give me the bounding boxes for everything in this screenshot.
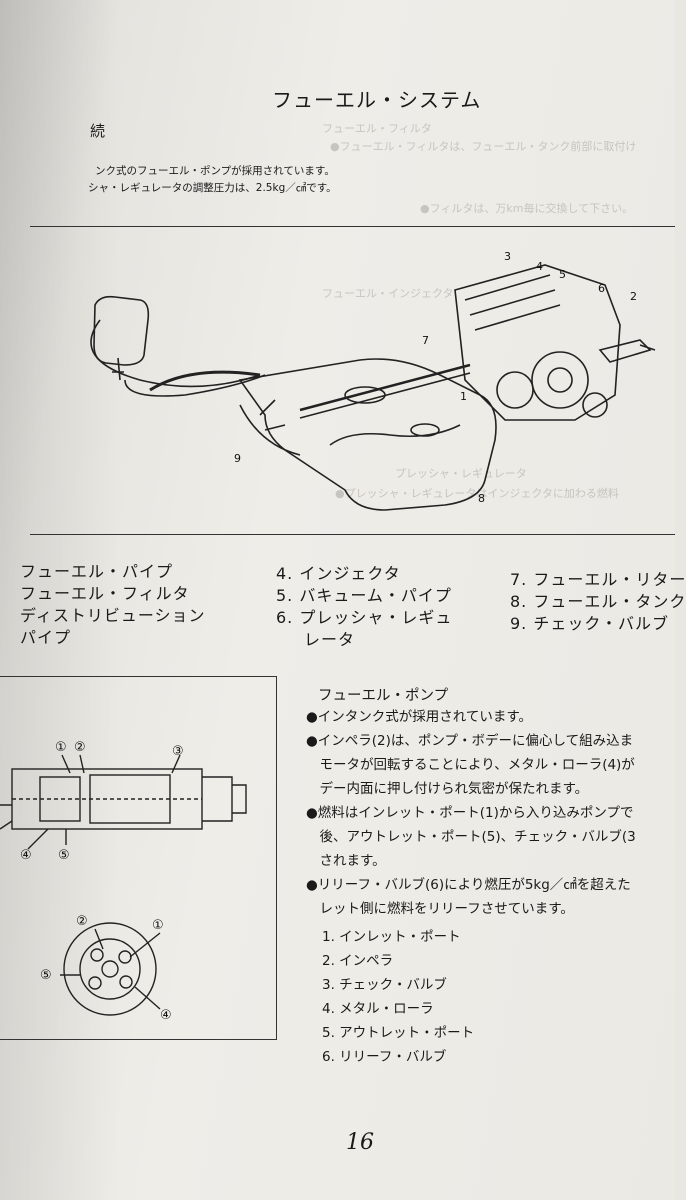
pump-label-1: ① (55, 740, 67, 755)
pump-desc-7: されます。 (306, 853, 386, 869)
continued-fragment: 続 (90, 122, 106, 140)
page-binding-shadow (0, 0, 120, 1200)
rule-middle (30, 534, 675, 535)
pump-part-2: 2. インペラ (322, 953, 394, 969)
pump-part-5: 5. アウトレット・ポート (322, 1025, 475, 1041)
rule-top (30, 226, 675, 227)
legend-col3-2: 8. フューエル・タンク (510, 592, 686, 611)
pump-label-4: ④ (20, 848, 32, 863)
pump-label-2: ② (74, 740, 86, 755)
pump-heading: フューエル・ポンプ (318, 688, 449, 704)
ghost-text-2: ●フューエル・フィルタは、フューエル・タンク前部に取付け (330, 140, 637, 153)
pump-desc-8: ●リリーフ・バルブ(6)により燃圧が5kg／㎠を超えた (306, 877, 631, 893)
pump-label-3: ③ (172, 744, 184, 759)
fuel-pump-diagram: ① ② ③ ④ ⑤ ② ① ⑤ ④ (0, 740, 247, 1023)
pump-part-6: 6. リリーフ・バルブ (322, 1049, 447, 1065)
legend-col3-1: 7. フューエル・リター (510, 570, 686, 589)
ghost-text-5: プレッシャ・レギュレータ (395, 467, 527, 480)
intro-line-2: シャ・レギュレータの調整圧力は、2.5kg／㎠です。 (88, 182, 337, 194)
legend-col2-1: 4. インジェクタ (276, 564, 401, 583)
end-label-4: ④ (160, 1008, 172, 1023)
pump-figure-box (0, 676, 277, 1040)
pump-part-4: 4. メタル・ローラ (322, 1001, 434, 1017)
page-title: フューエル・システム (272, 88, 482, 112)
callout-1: 1 (460, 390, 467, 403)
callout-8: 8 (478, 492, 485, 505)
callout-3: 3 (504, 250, 511, 263)
end-label-2: ② (76, 914, 88, 929)
pump-desc-9: レット側に燃料をリリーフさせています。 (306, 901, 574, 917)
legend-col1-2: フューエル・フィルタ (20, 584, 190, 603)
legend-col1-3: ディストリビューション (20, 606, 206, 625)
legend-col1-1: フューエル・パイプ (20, 562, 174, 581)
pump-part-3: 3. チェック・バルブ (322, 977, 447, 993)
filter-canister-shape (93, 295, 150, 366)
end-label-1: ① (152, 918, 164, 933)
callout-7: 7 (422, 334, 429, 347)
fuel-system-diagram: 3 4 5 6 2 7 1 9 8 (90, 250, 656, 511)
pump-desc-5: ●燃料はインレット・ポート(1)から入り込みポンプで (306, 805, 634, 821)
ghost-text-1: フューエル・フィルタ (322, 122, 432, 135)
engine-block-shape (454, 264, 621, 421)
callout-9: 9 (234, 452, 241, 465)
callout-5: 5 (559, 268, 566, 281)
ghost-text-3: ●フィルタは、万km毎に交換して下さい。 (420, 202, 634, 215)
callout-2: 2 (630, 290, 637, 303)
callout-4: 4 (536, 260, 543, 273)
page-number: 16 (346, 1130, 374, 1155)
legend-col2-4: レータ (304, 630, 356, 649)
legend-col2-3: 6. プレッシャ・レギュ (276, 608, 453, 627)
pump-desc-2: ●インペラ(2)は、ポンプ・ボデーに偏心して組み込ま (306, 733, 634, 749)
intro-line-1: ンク式のフューエル・ポンプが採用されています。 (95, 165, 335, 177)
end-label-5: ⑤ (40, 968, 52, 983)
pump-label-5: ⑤ (58, 848, 70, 863)
legend-col2-2: 5. バキューム・パイプ (276, 586, 452, 605)
pump-desc-6: 後、アウトレット・ポート(5)、チェック・バルブ(3 (306, 829, 636, 845)
pump-desc-1: ●インタンク式が採用されています。 (306, 709, 533, 725)
pump-part-1: 1. インレット・ポート (322, 929, 461, 945)
callout-6: 6 (598, 282, 605, 295)
pump-desc-3: モータが回転することにより、メタル・ローラ(4)が (306, 757, 635, 773)
ghost-text-4: フューエル・インジェクタ (322, 287, 454, 300)
pump-desc-4: デー内面に押し付けられ気密が保たれます。 (306, 781, 589, 797)
legend-col3-3: 9. チェック・バルブ (510, 614, 670, 633)
legend-col1-4: パイプ (20, 628, 72, 647)
